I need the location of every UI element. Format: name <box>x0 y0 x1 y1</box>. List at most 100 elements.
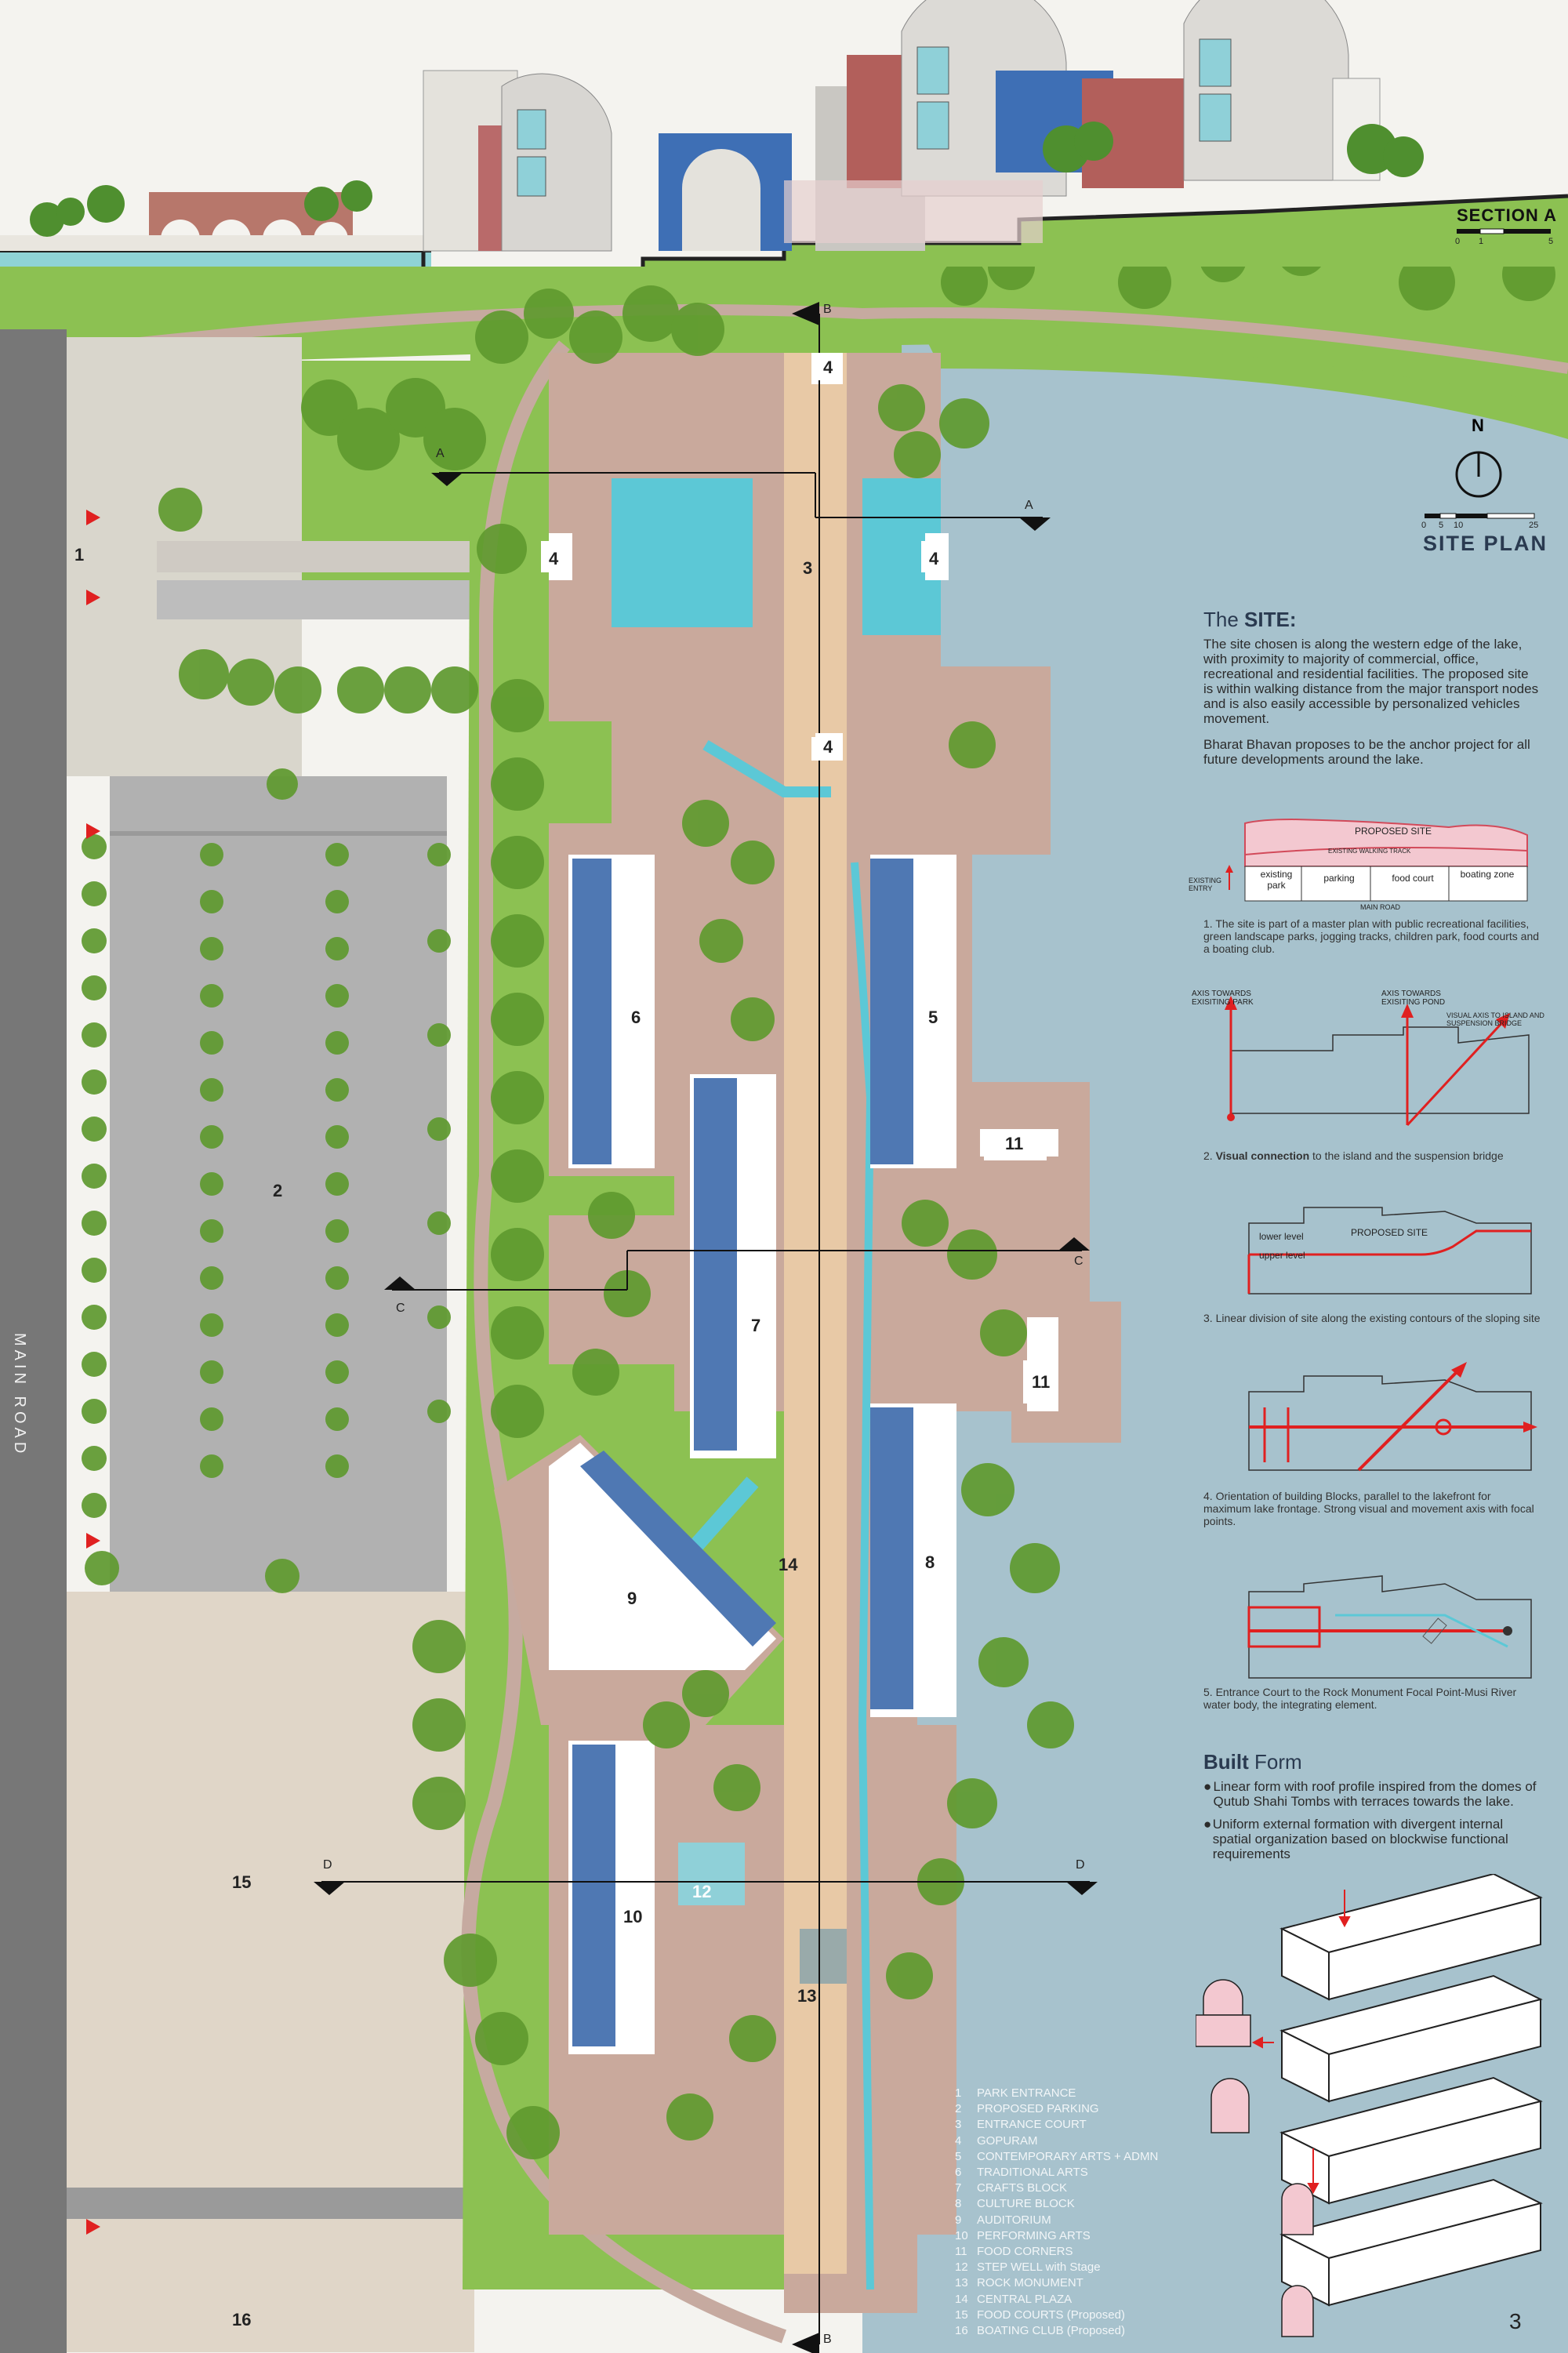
legend-item-label: PERFORMING ARTS <box>977 2228 1091 2242</box>
zone-8-label: 8 <box>925 1552 935 1572</box>
zone-4-label-left: 4 <box>549 549 559 568</box>
site-scale-10: 10 <box>1454 521 1464 530</box>
zone-11-label-top: 11 <box>1005 1134 1024 1153</box>
zone-10-label: 10 <box>623 1907 643 1926</box>
section-a-scale-bar <box>1457 228 1551 234</box>
diagram2-caption-rest: to the island and the suspension bridge <box>1309 1149 1504 1162</box>
section-marker-a-right: A <box>1025 499 1033 512</box>
legend-item-label: ENTRANCE COURT <box>977 2118 1087 2132</box>
legend-item-label: AUDITORIUM <box>977 2213 1051 2227</box>
diagram-orientation <box>1248 1362 1537 1472</box>
site-note-title-prefix: The <box>1203 608 1245 631</box>
diagram2-caption-prefix: 2. <box>1203 1149 1216 1162</box>
section-a-title: SECTION A <box>1457 205 1557 225</box>
built-form-b1: Linear form with roof profile inspired f… <box>1213 1779 1537 1809</box>
site-note: The SITE: The site chosen is along the w… <box>1203 608 1541 767</box>
site-scale-0: 0 <box>1421 521 1427 530</box>
legend-item-number: 4 <box>955 2133 962 2148</box>
legend-item-number: 3 <box>955 2118 962 2132</box>
diagram2-axis-pond: AXIS TOWARDS EXISITING POND <box>1381 989 1446 1007</box>
built-form-title-rest: Form <box>1248 1750 1302 1774</box>
diagram1-road: MAIN ROAD <box>1360 903 1401 911</box>
legend-item-number: 15 <box>955 2308 968 2322</box>
diagram1-cell-food: food court <box>1392 873 1434 884</box>
legend-item-label: FOOD COURTS (Proposed) <box>977 2308 1125 2322</box>
built-form-sketches <box>1196 1874 1543 2337</box>
diagram1-proposed-site: PROPOSED SITE <box>1355 826 1432 837</box>
zone-13-label: 13 <box>797 1986 817 2006</box>
zone-5-label: 5 <box>928 1008 938 1027</box>
legend-item: 12 STEP WELL with Stage <box>955 2260 1174 2275</box>
north-label: N <box>1472 416 1484 435</box>
legend-item-number: 16 <box>955 2324 968 2338</box>
zone-11-label-bottom: 11 <box>1032 1372 1051 1392</box>
zone-2-label: 2 <box>273 1181 283 1200</box>
built-form-title-bold: Built <box>1203 1750 1249 1774</box>
diagram1-caption: 1. The site is part of a master plan wit… <box>1203 917 1540 955</box>
legend-item: 14 CENTRAL PLAZA <box>955 2292 1174 2308</box>
section-a-scale-5: 5 <box>1548 237 1554 246</box>
legend-item-label: PARK ENTRANCE <box>977 2086 1076 2100</box>
built-form-note: Built Form ●Linear form with roof profil… <box>1203 1750 1541 1861</box>
legend-item-label: TRADITIONAL ARTS <box>977 2166 1088 2180</box>
zone-4-label-right: 4 <box>929 549 939 568</box>
section-marker-b-top: B <box>823 303 832 316</box>
diagram-visual-connection <box>1225 996 1530 1127</box>
diagram2-axis-park: AXIS TOWARDS EXISITING PARK <box>1192 989 1254 1007</box>
legend-item-number: 14 <box>955 2292 968 2306</box>
legend-item: 15 FOOD COURTS (Proposed) <box>955 2308 1174 2323</box>
site-scale-5: 5 <box>1439 521 1444 530</box>
legend-item-label: STEP WELL with Stage <box>977 2260 1101 2275</box>
section-marker-b-bottom: B <box>823 2333 832 2346</box>
diagram1-track: EXISTING WALKING TRACK <box>1328 848 1411 855</box>
diagram3-upper: upper level <box>1259 1250 1305 1261</box>
diagram4-caption: 4. Orientation of building Blocks, paral… <box>1203 1490 1534 1527</box>
zone-4-label-mid: 4 <box>823 737 833 757</box>
diagram5-caption: 5. Entrance Court to the Rock Monument F… <box>1203 1686 1517 1711</box>
diagram3-lower: lower level <box>1259 1231 1304 1242</box>
zone-3-label: 3 <box>803 558 813 578</box>
legend-item-label: CONTEMPORARY ARTS + ADMN <box>977 2149 1159 2163</box>
section-marker-d-right: D <box>1076 1858 1085 1872</box>
page-number: 3 <box>1509 2309 1522 2333</box>
zone-15-label: 15 <box>232 1872 252 1892</box>
legend-item-label: ROCK MONUMENT <box>977 2276 1083 2290</box>
diagram3-proposed: PROPOSED SITE <box>1351 1227 1428 1238</box>
legend-item-label: BOATING CLUB (Proposed) <box>977 2324 1125 2338</box>
diagram2-axis-island: VISUAL AXIS TO ISLAND AND SUSPENSION BRI… <box>1446 1011 1544 1027</box>
zone-1-label: 1 <box>74 545 85 565</box>
legend-item-label: CENTRAL PLAZA <box>977 2292 1073 2306</box>
site-note-p1: The site chosen is along the western edg… <box>1203 637 1539 726</box>
main-road-label: MAIN ROAD <box>11 1333 28 1458</box>
diagram1-cell-boating: boating zone <box>1460 869 1515 880</box>
section-marker-d-left: D <box>323 1858 332 1872</box>
legend-item-number: 1 <box>955 2086 962 2100</box>
section-marker-c-left: C <box>396 1302 405 1315</box>
diagram1-cell-park: existing park <box>1260 869 1293 891</box>
zone-16-label: 16 <box>232 2310 252 2329</box>
legend-item-number: 6 <box>955 2166 962 2180</box>
legend-item-label: CULTURE BLOCK <box>977 2197 1075 2211</box>
bullet-icon: ● <box>1203 1817 1212 1832</box>
section-a-scale-1: 1 <box>1479 237 1484 246</box>
legend-item-label: PROPOSED PARKING <box>977 2102 1099 2116</box>
zone-7-label: 7 <box>751 1316 761 1335</box>
zone-14-label: 14 <box>779 1555 798 1574</box>
site-plan-title: SITE PLAN <box>1423 532 1548 555</box>
legend-item-number: 7 <box>955 2181 962 2195</box>
diagram-master-plan <box>1225 818 1528 902</box>
diagram-entrance-court <box>1247 1575 1532 1679</box>
diagram2-caption-bold: Visual connection <box>1215 1149 1310 1162</box>
bullet-icon: ● <box>1203 1779 1212 1794</box>
diagram1-cell-parking: parking <box>1323 873 1355 884</box>
legend-item: 6 TRADITIONAL ARTS <box>955 2165 1174 2181</box>
legend-item-number: 10 <box>955 2228 968 2242</box>
legend-item-number: 12 <box>955 2260 968 2275</box>
zone-6-label: 6 <box>631 1008 641 1027</box>
